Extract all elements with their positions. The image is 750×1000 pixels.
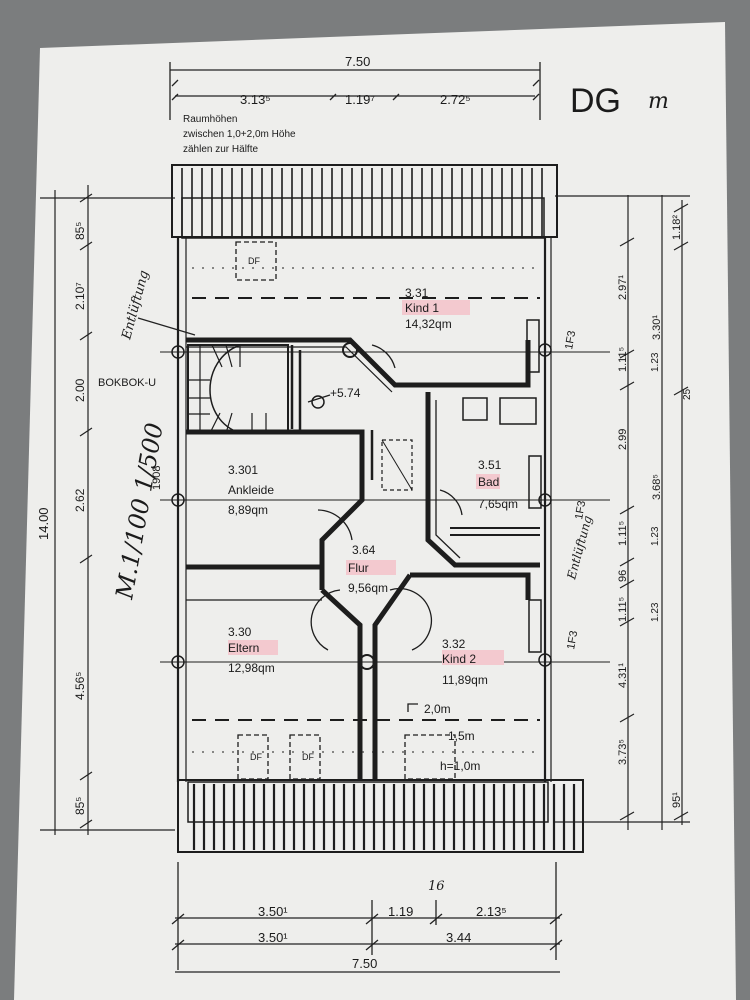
right-dimensions	[555, 195, 690, 830]
left-total-dim: 14.00	[36, 507, 51, 540]
room-highlight-kind1	[402, 300, 470, 315]
left-dim-2: 2.10⁷	[73, 282, 87, 310]
f3-note-1: 1F3	[563, 330, 578, 351]
room-id: 3.51	[478, 458, 502, 472]
right-dim-2: 1.11⁵	[617, 347, 629, 372]
room-highlight-flur	[346, 560, 396, 575]
room-area: 11,89qm	[442, 673, 488, 687]
top-dim-2: 1.19⁷	[345, 92, 375, 107]
room-ankleide: 3.301 Ankleide 8,89qm	[228, 463, 274, 517]
right-outer-dim-5: 25	[682, 388, 693, 400]
left-dim-3: 2.00	[73, 378, 87, 402]
room-name: Ankleide	[228, 483, 274, 497]
right-dim-4: 1.11⁵	[617, 521, 629, 546]
right-outer-dim-4: 95¹	[671, 792, 683, 808]
right-outer-dim-2: 3.30¹	[651, 315, 663, 340]
right-dim-5: 96	[617, 570, 629, 582]
level-marker-line	[307, 394, 331, 403]
df-label-bottom-1: DF	[250, 752, 262, 762]
slope-note-1: 2,0m	[424, 702, 451, 716]
room-name: Kind 1	[405, 301, 439, 315]
floor-label: DG	[570, 82, 621, 120]
right-dim-7: 4.31¹	[617, 663, 629, 688]
room-name: Flur	[348, 561, 369, 575]
room-highlight-kind2	[442, 650, 504, 665]
rafters-top	[181, 168, 543, 238]
room-area: 9,56qm	[348, 581, 388, 595]
roof-overhang-top	[171, 164, 558, 238]
top-total-dim: 7.50	[345, 54, 370, 69]
bottom-row2-dim-1: 3.50¹	[258, 930, 288, 945]
right-dim-6: 1.11⁵	[617, 597, 629, 622]
df-label-top: DF	[248, 256, 260, 266]
paper-sheet	[14, 22, 736, 1000]
room-bad: 3.51 Bad 7,65qm	[478, 458, 518, 511]
note-line-2: zwischen 1,0+2,0m Höhe	[183, 129, 296, 140]
bokbok-label: BOKBOK-U	[98, 377, 156, 389]
bottom-row1-dim-3: 2.13⁵	[476, 904, 507, 919]
bottom-row1-note: 16	[428, 879, 445, 894]
right-mid-dim-3: 1.23	[650, 602, 661, 622]
bottom-row2-dim-2: 3.44	[446, 930, 471, 945]
bottom-dimensions	[171, 862, 563, 973]
bottom-row1-dim-2: 1.19	[388, 904, 413, 919]
room-id: 3.64	[352, 543, 376, 557]
room-highlight-bad	[476, 474, 500, 489]
room-name: Eltern	[228, 641, 259, 655]
room-kind2: 3.32 Kind 2 11,89qm	[442, 637, 488, 687]
top-dim-1: 3.13⁵	[240, 92, 271, 107]
room-area: 12,98qm	[228, 661, 275, 675]
room-id: 3.32	[442, 637, 466, 651]
left-dimensions	[40, 185, 175, 835]
right-mid-dim-2: 1.23	[650, 526, 661, 546]
top-dim-3: 2.72⁵	[440, 92, 471, 107]
right-dim-8: 3.73⁵	[617, 739, 629, 765]
room-kind1: 3.31 Kind 1 14,32qm	[405, 286, 452, 331]
slope-note-2: 1,5m	[448, 729, 475, 743]
h1908-label: 1908	[151, 466, 163, 490]
slope-mark-icon	[407, 703, 418, 712]
right-outer-dim-3: 3.68⁵	[651, 474, 663, 500]
f3-note-3: 1F3	[565, 630, 580, 651]
room-id: 3.301	[228, 463, 258, 477]
df-label-bottom-2: DF	[302, 752, 314, 762]
f3-note-2: 1F3	[573, 500, 588, 521]
right-outer-dim-1: 1.18²	[671, 215, 683, 240]
roof-overhang-bottom	[177, 779, 584, 853]
room-id: 3.31	[405, 286, 429, 300]
note-line-1: Raumhöhen	[183, 114, 237, 125]
room-name: Bad	[478, 475, 499, 489]
top-dimensions	[169, 62, 541, 120]
floor-note: m	[648, 89, 669, 114]
room-area: 8,89qm	[228, 503, 268, 517]
right-dim-1: 2.97¹	[617, 275, 629, 300]
room-flur: 3.64 Flur 9,56qm	[348, 543, 388, 595]
left-dim-1: 85⁵	[73, 222, 87, 240]
left-dim-4: 2.62	[73, 488, 87, 512]
left-dim-5: 4.56⁵	[73, 672, 87, 700]
level-mark: +5.74	[330, 386, 361, 400]
room-name: Kind 2	[442, 652, 476, 666]
level-marker-icon	[311, 395, 325, 409]
room-eltern: 3.30 Eltern 12,98qm	[228, 625, 275, 675]
slope-note-3: h=1,0m	[440, 759, 480, 773]
bottom-row1-dim-1: 3.50¹	[258, 904, 288, 919]
room-highlight-eltern	[228, 640, 278, 655]
left-dim-6: 85⁵	[73, 797, 87, 815]
building	[160, 164, 610, 853]
right-dim-3: 2.99	[617, 429, 629, 450]
note-line-3: zählen zur Hälfte	[183, 144, 258, 155]
right-mid-dim-1: 1.23	[650, 352, 661, 372]
room-id: 3.30	[228, 625, 252, 639]
bottom-total-dim: 7.50	[352, 956, 377, 971]
rafters-bottom	[192, 784, 576, 850]
room-area: 7,65qm	[478, 497, 518, 511]
room-area: 14,32qm	[405, 317, 452, 331]
